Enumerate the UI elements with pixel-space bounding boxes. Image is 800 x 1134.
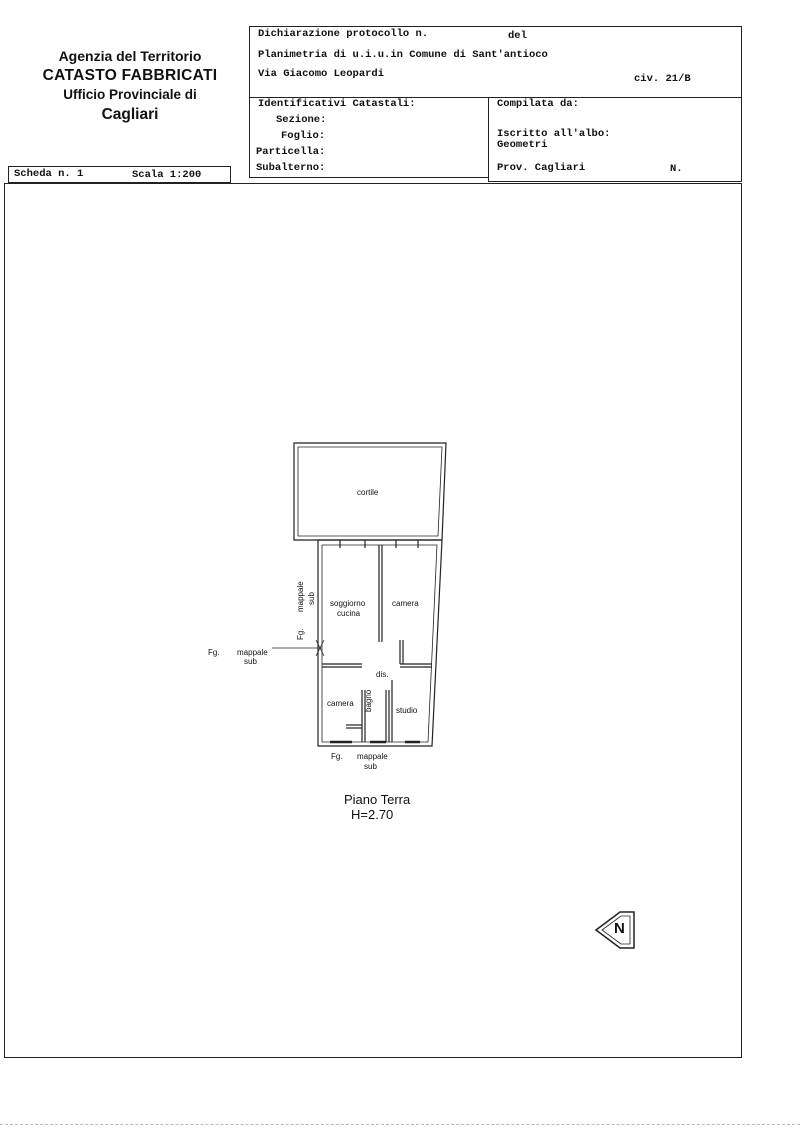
height-caption: H=2.70 — [351, 807, 394, 822]
n-label: N. — [670, 163, 683, 175]
foglio-label: Foglio: — [281, 130, 326, 142]
sub-left-label: sub — [244, 657, 257, 666]
subalterno-label: Subalterno: — [256, 162, 326, 174]
civic-number: civ. 21/B — [634, 73, 691, 85]
agency-name: Agenzia del Territorio — [58, 48, 202, 64]
catasto-title: CATASTO FABBRICATI — [42, 67, 218, 84]
dichiarazione-label: Dichiarazione protocollo n. — [258, 28, 429, 40]
scheda-label: Scheda n. 1 — [14, 168, 84, 180]
room-cucina: cucina — [337, 609, 361, 618]
particella-label: Particella: — [256, 146, 326, 158]
ufficio-label: Ufficio Provinciale di — [63, 87, 197, 102]
mappale-vertical-label: mappale — [296, 581, 305, 612]
city-label: Cagliari — [101, 106, 159, 123]
room-camera-top: camera — [392, 599, 419, 608]
room-soggiorno: soggiorno — [330, 599, 366, 608]
compilata-title: Compilata da: — [497, 98, 579, 110]
floor-caption: Piano Terra — [344, 792, 411, 807]
agency-header: Agenzia del Territorio CATASTO FABBRICAT… — [0, 48, 260, 124]
room-bagno: bagno — [364, 689, 373, 712]
scala-label: Scala 1:200 — [132, 169, 202, 181]
planimetria-label: Planimetria di u.i.u.in Comune di Sant'a… — [258, 49, 548, 61]
room-cortile: cortile — [357, 488, 379, 497]
address-label: Via Giacomo Leopardi — [258, 68, 385, 80]
fg-left-label: Fg. — [208, 648, 220, 657]
drawing-frame — [4, 183, 742, 1058]
fg-vertical-label: Fg. — [296, 628, 305, 640]
scheda-box — [8, 166, 231, 183]
room-dis: dis. — [376, 670, 389, 679]
north-arrow-icon — [594, 911, 635, 949]
identificativi-title: Identificativi Catastali: — [258, 98, 416, 110]
sub-vertical-label: sub — [307, 592, 316, 605]
sezione-label: Sezione: — [276, 114, 327, 126]
iscritto-label: Iscritto all'albo: — [497, 128, 611, 140]
fg-bottom-label: Fg. — [331, 752, 343, 761]
house-outline — [317, 539, 443, 747]
geometri-label: Geometri — [497, 139, 548, 151]
mappale-left-label: mappale — [237, 648, 268, 657]
compilata-box — [488, 97, 742, 182]
north-label: N — [614, 920, 625, 937]
del-label: del — [508, 30, 527, 42]
sub-bottom-label: sub — [364, 762, 377, 771]
prov-label: Prov. Cagliari — [497, 162, 586, 174]
mappale-bottom-label: mappale — [357, 752, 388, 761]
room-studio: studio — [396, 706, 418, 715]
page-bottom-line — [0, 1124, 800, 1125]
room-camera-bottom: camera — [327, 699, 354, 708]
